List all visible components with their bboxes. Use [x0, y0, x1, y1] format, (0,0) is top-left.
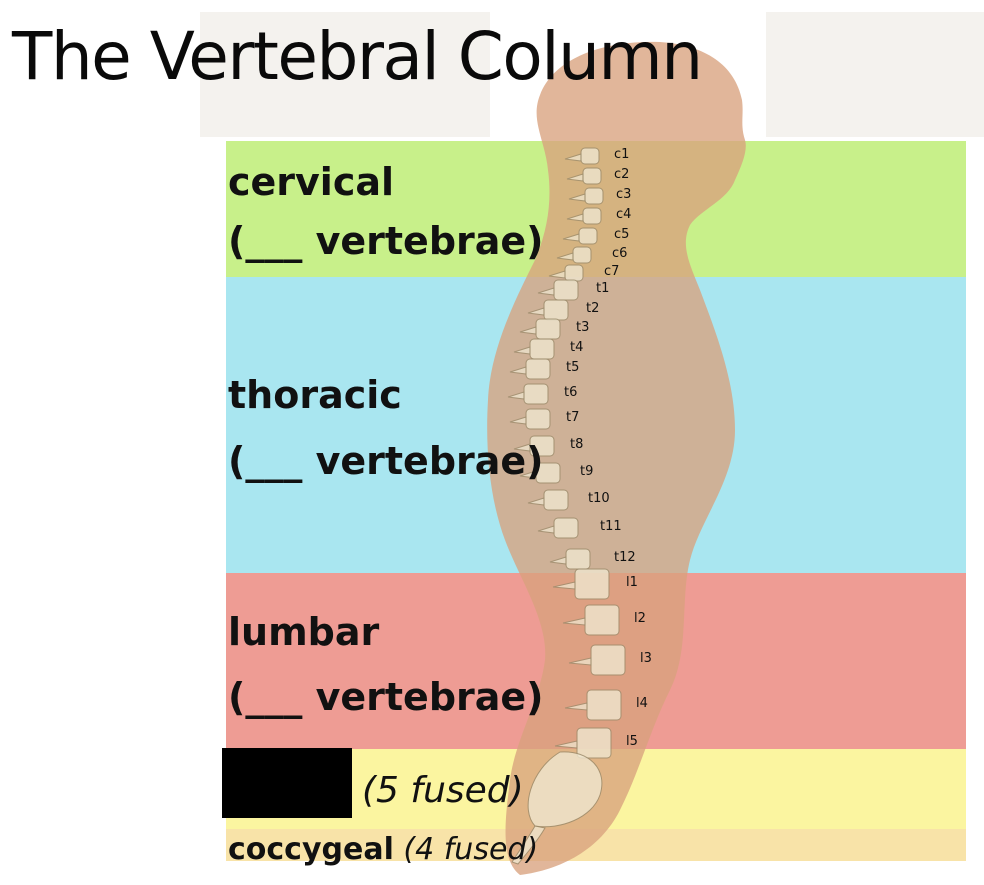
page-title: The Vertebral Column — [12, 18, 703, 95]
coccygeal-label: coccygeal — [228, 832, 394, 867]
vertebra-t1 — [553, 279, 579, 301]
vertebra-label-l1: l1 — [626, 575, 638, 590]
coccyx-bone — [511, 825, 546, 865]
vertebra-label-c3: c3 — [616, 187, 632, 202]
vertebra-label-t5: t5 — [566, 360, 580, 375]
spinous-process-t1 — [537, 287, 555, 296]
spinous-process-t9 — [519, 470, 537, 479]
background-panel-right — [766, 12, 984, 137]
spinous-process-t5 — [509, 366, 527, 375]
vertebra-label-c4: c4 — [616, 207, 632, 222]
vertebra-c4 — [582, 207, 602, 225]
vertebra-c1 — [580, 147, 600, 165]
vertebra-label-c2: c2 — [614, 167, 630, 182]
spine-illustration — [507, 147, 626, 865]
cervical-count-blank: (___ vertebrae) — [228, 219, 544, 263]
vertebra-label-c5: c5 — [614, 227, 630, 242]
vertebra-c6 — [572, 246, 592, 264]
vertebra-c7 — [564, 264, 584, 282]
thoracic-label: thoracic — [228, 373, 402, 417]
spinous-process-l2 — [562, 617, 586, 626]
vertebra-label-t9: t9 — [580, 464, 594, 479]
spinous-process-t2 — [527, 307, 545, 316]
spinous-process-l4 — [564, 702, 588, 711]
spinous-process-t6 — [507, 391, 525, 400]
spinous-process-t10 — [527, 497, 545, 506]
lumbar-label: lumbar — [228, 610, 380, 654]
vertebra-label-t4: t4 — [570, 340, 584, 355]
vertebra-l4 — [586, 689, 622, 721]
vertebra-label-t2: t2 — [586, 301, 600, 316]
cervical-label: cervical — [228, 160, 395, 204]
vertebra-label-l4: l4 — [636, 696, 648, 711]
spinous-process-t8 — [513, 443, 531, 452]
vertebra-l3 — [590, 644, 626, 676]
vertebra-label-t3: t3 — [576, 320, 590, 335]
vertebra-l5 — [576, 727, 612, 759]
vertebra-l2 — [584, 604, 620, 636]
vertebra-t11 — [553, 517, 579, 539]
spinous-process-c2 — [566, 173, 584, 182]
spinous-process-c6 — [556, 252, 574, 261]
vertebra-t6 — [523, 383, 549, 405]
coccygeal-label-row: coccygeal (4 fused) — [228, 828, 538, 872]
vertebra-t10 — [543, 489, 569, 511]
vertebra-label-t8: t8 — [570, 437, 584, 452]
spinous-process-t3 — [519, 326, 537, 335]
vertebra-t4 — [529, 338, 555, 360]
coccygeal-fused-note: (4 fused) — [403, 832, 539, 867]
sacral-fused-note: (5 fused) — [362, 770, 524, 811]
spinous-process-c7 — [548, 270, 566, 279]
spinous-process-l5 — [554, 740, 578, 749]
background-panel-left — [200, 12, 490, 137]
spinous-process-t7 — [509, 416, 527, 425]
vertebra-label-l5: l5 — [626, 734, 638, 749]
vertebra-t5 — [525, 358, 551, 380]
vertebra-label-l3: l3 — [640, 651, 652, 666]
spinous-process-c1 — [564, 153, 582, 162]
vertebra-label-t6: t6 — [564, 385, 578, 400]
body-silhouette — [487, 41, 746, 875]
lumbar-count-blank: (___ vertebrae) — [228, 675, 544, 719]
vertebra-label-c6: c6 — [612, 246, 628, 261]
vertebra-c3 — [584, 187, 604, 205]
thoracic-count-blank: (___ vertebrae) — [228, 439, 544, 483]
vertebra-t7 — [525, 408, 551, 430]
spinous-process-l1 — [552, 581, 576, 590]
vertebra-t12 — [565, 548, 591, 570]
vertebra-label-c1: c1 — [614, 147, 630, 162]
spinous-process-t4 — [513, 346, 531, 355]
spinous-process-t11 — [537, 525, 555, 534]
spinous-process-c3 — [568, 193, 586, 202]
vertebra-t2 — [543, 299, 569, 321]
vertebra-label-t7: t7 — [566, 410, 580, 425]
vertebra-c5 — [578, 227, 598, 245]
sacrum-bone — [527, 751, 603, 828]
spinous-process-t12 — [549, 556, 567, 565]
vertebra-t3 — [535, 318, 561, 340]
vertebra-l1 — [574, 568, 610, 600]
vertebra-c2 — [582, 167, 602, 185]
spinous-process-c4 — [566, 213, 584, 222]
spinous-process-l3 — [568, 657, 592, 666]
vertebra-label-t1: t1 — [596, 281, 610, 296]
redacted-sacral-label — [222, 748, 352, 818]
vertebra-label-t11: t11 — [600, 519, 622, 534]
vertebra-label-c7: c7 — [604, 264, 620, 279]
vertebra-label-l2: l2 — [634, 611, 646, 626]
vertebra-label-t10: t10 — [588, 491, 610, 506]
vertebra-label-t12: t12 — [614, 550, 636, 565]
spinous-process-c5 — [562, 233, 580, 242]
